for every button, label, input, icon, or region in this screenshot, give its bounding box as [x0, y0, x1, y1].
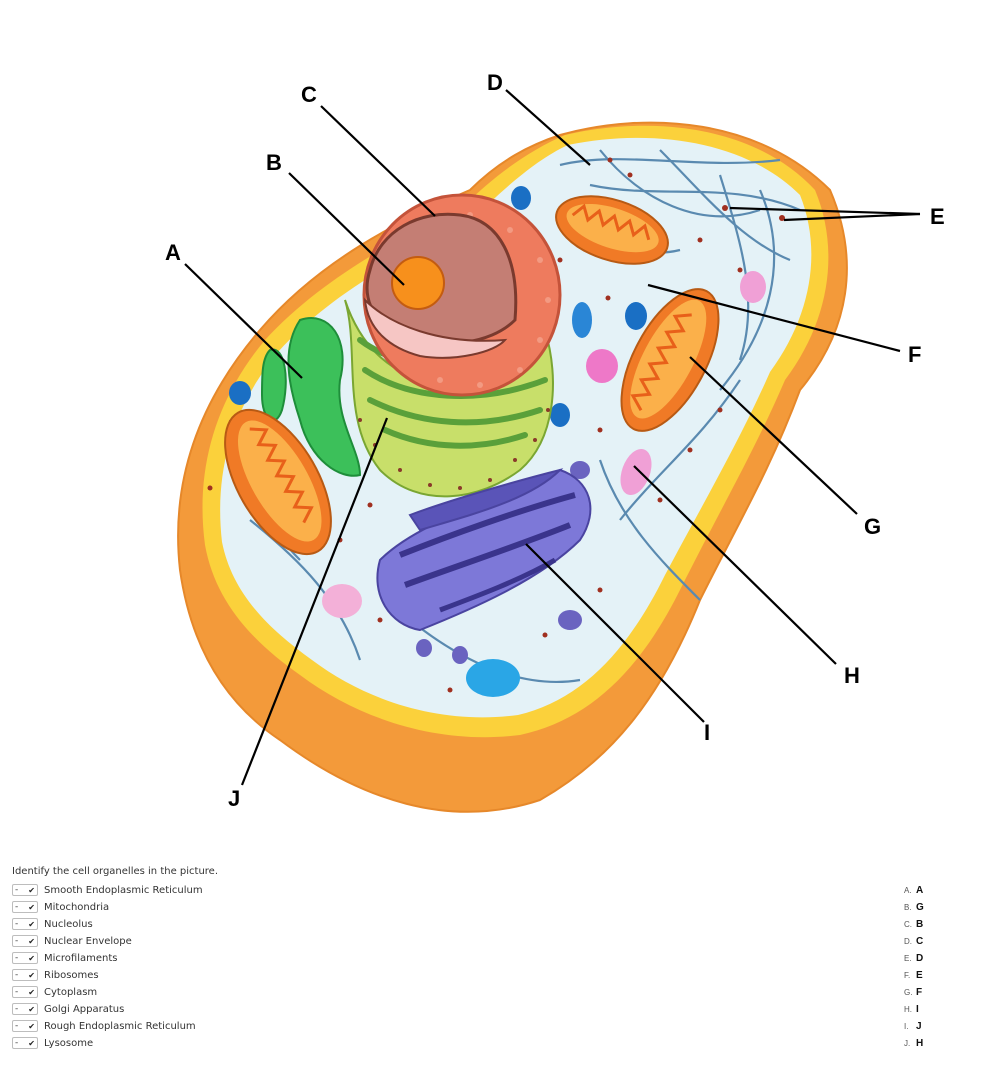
answer-key-row: A.A [904, 884, 924, 896]
chevron-down-icon: ✔ [28, 987, 35, 997]
label-c: C [301, 82, 317, 107]
animal-cell-diagram: A B C D E F G H I J [165, 70, 945, 813]
answer-select[interactable]: -✔ [12, 1003, 38, 1015]
match-row: -✔ Nucleolus [12, 917, 93, 931]
free-ribosomes [207, 157, 785, 693]
answer-key-row: H.I [904, 1003, 919, 1015]
label-d: D [487, 70, 503, 95]
match-row: -✔ Microfilaments [12, 951, 117, 965]
vesicles [229, 186, 766, 697]
golgi-apparatus-shape [376, 468, 592, 632]
chevron-down-icon: ✔ [28, 1021, 35, 1031]
term-label: Golgi Apparatus [44, 1003, 125, 1015]
answer-key-row: D.C [904, 935, 924, 947]
answer-select[interactable]: -✔ [12, 952, 38, 964]
label-h: H [844, 663, 860, 688]
answer-key-row: B.G [904, 901, 924, 913]
term-label: Rough Endoplasmic Reticulum [44, 1020, 196, 1032]
match-row: -✔ Lysosome [12, 1036, 93, 1050]
nucleus-shape [362, 193, 562, 397]
term-label: Nucleolus [44, 918, 93, 930]
answer-select[interactable]: -✔ [12, 901, 38, 913]
label-f: F [908, 342, 921, 367]
label-i: I [704, 720, 710, 745]
mitochondria-shapes [224, 195, 720, 556]
chevron-down-icon: ✔ [28, 885, 35, 895]
answer-select[interactable]: -✔ [12, 935, 38, 947]
answer-key-row: E.D [904, 952, 924, 964]
label-b: B [266, 150, 282, 175]
chevron-down-icon: ✔ [28, 953, 35, 963]
answer-select[interactable]: -✔ [12, 969, 38, 981]
chevron-down-icon: ✔ [28, 919, 35, 929]
smooth-er-shape [260, 317, 362, 477]
answer-select[interactable]: -✔ [12, 918, 38, 930]
term-label: Mitochondria [44, 901, 110, 913]
leader-lines [184, 89, 921, 786]
answer-select[interactable]: -✔ [12, 1020, 38, 1032]
match-row: -✔ Cytoplasm [12, 985, 97, 999]
answer-key-row: I.J [904, 1020, 922, 1032]
chevron-down-icon: ✔ [28, 902, 35, 912]
answer-key-row: G.F [904, 986, 923, 998]
term-label: Lysosome [44, 1037, 94, 1049]
match-row: -✔ Rough Endoplasmic Reticulum [12, 1019, 196, 1033]
chevron-down-icon: ✔ [28, 936, 35, 946]
answer-key-row: F.E [904, 969, 923, 981]
label-g: G [864, 514, 881, 539]
chevron-down-icon: ✔ [28, 1004, 35, 1014]
label-e: E [930, 204, 945, 229]
term-label: Nuclear Envelope [44, 935, 132, 947]
answer-key-row: J.H [904, 1037, 924, 1049]
quiz-prompt: Identify the cell organelles in the pict… [12, 866, 219, 877]
nucleolus-shape [391, 256, 445, 310]
chevron-down-icon: ✔ [28, 970, 35, 980]
term-label: Microfilaments [44, 952, 118, 964]
quiz-section: Identify the cell organelles in the pict… [12, 866, 992, 1066]
term-label: Cytoplasm [44, 986, 98, 998]
match-row: -✔ Ribosomes [12, 968, 99, 982]
term-label: Smooth Endoplasmic Reticulum [44, 884, 203, 896]
label-a: A [165, 240, 181, 265]
match-row: -✔ Golgi Apparatus [12, 1002, 124, 1016]
chevron-down-icon: ✔ [28, 1038, 35, 1048]
match-row: -✔ Smooth Endoplasmic Reticulum [12, 883, 203, 897]
term-label: Ribosomes [44, 969, 99, 981]
answer-select[interactable]: -✔ [12, 986, 38, 998]
match-row: -✔ Mitochondria [12, 900, 109, 914]
answer-select[interactable]: -✔ [12, 1037, 38, 1049]
answer-key-row: C.B [904, 918, 924, 930]
answer-select[interactable]: -✔ [12, 884, 38, 896]
label-j: J [228, 786, 240, 811]
match-row: -✔ Nuclear Envelope [12, 934, 132, 948]
